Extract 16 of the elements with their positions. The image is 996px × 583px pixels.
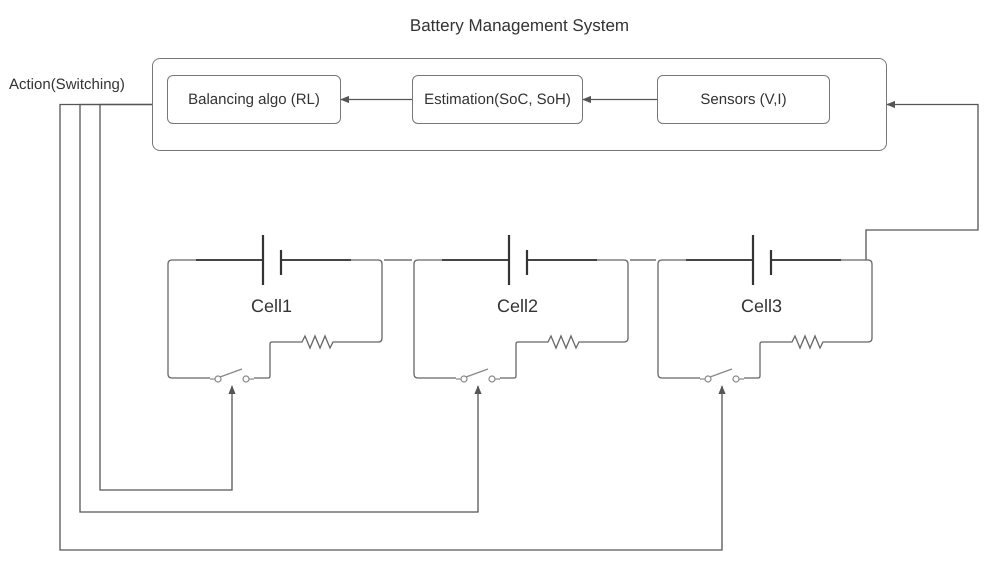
cell-label: Cell1 <box>251 296 292 317</box>
text-label: Action(Switching) <box>9 76 125 93</box>
wire <box>383 259 412 261</box>
arrow <box>79 104 482 513</box>
cell-label: Cell3 <box>741 296 782 317</box>
arrow <box>99 104 236 491</box>
group-title: Battery Management System <box>408 16 630 36</box>
wire <box>629 259 656 261</box>
arrow <box>582 96 658 104</box>
arrow <box>59 104 726 551</box>
process-box: Sensors (V,I) <box>657 75 830 124</box>
process-box: Balancing algo (RL) <box>167 75 341 124</box>
process-box: Estimation(SoC, SoH) <box>412 75 583 124</box>
arrow <box>340 96 413 104</box>
cell-label: Cell2 <box>497 296 538 317</box>
arrow <box>865 100 979 260</box>
